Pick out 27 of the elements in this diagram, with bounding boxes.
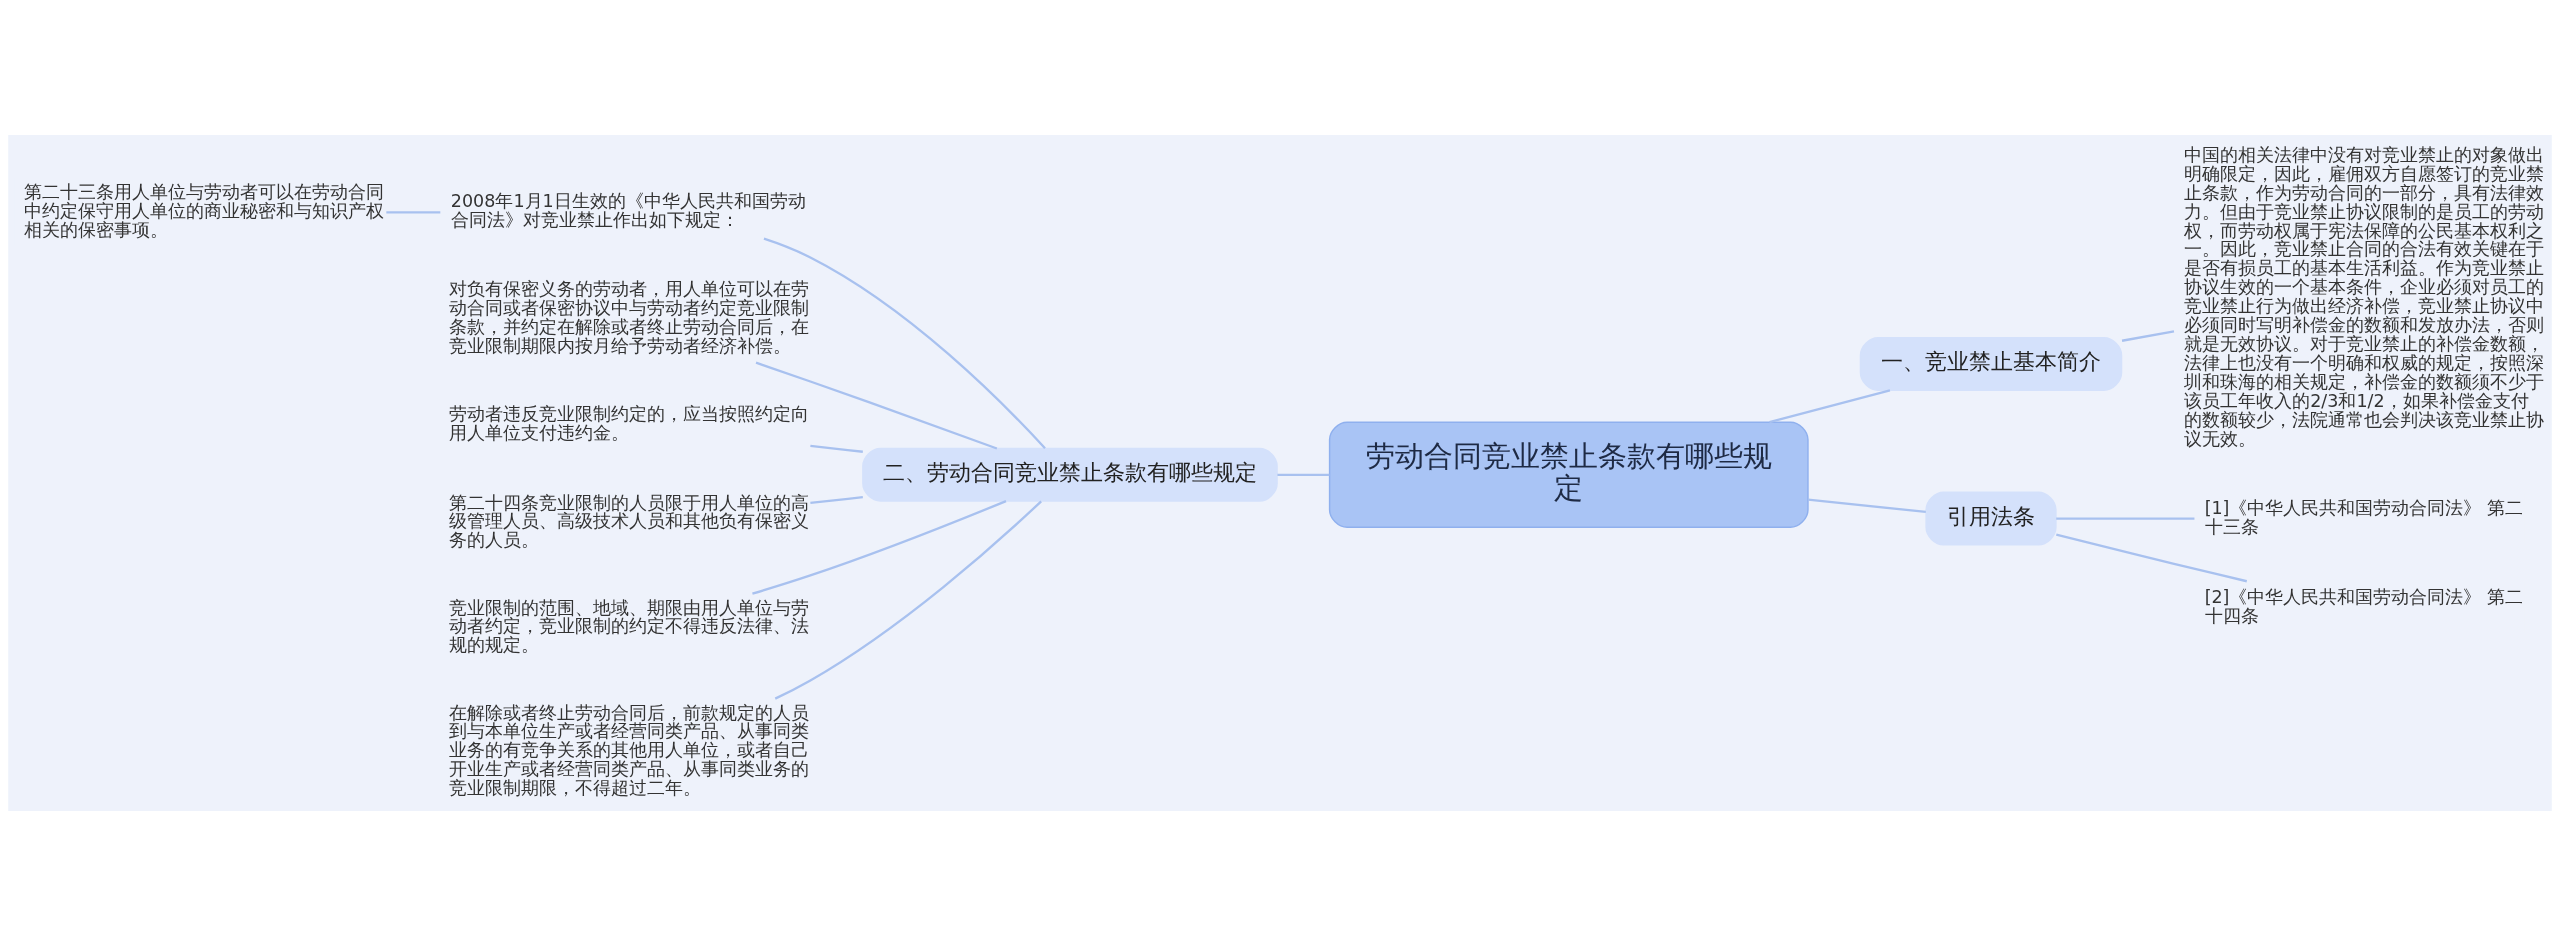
connector bbox=[774, 500, 1042, 700]
connector bbox=[2056, 517, 2195, 520]
connector bbox=[1769, 389, 1891, 424]
node-text: 劳动者违反竞业限制约定的，应当按照约定向用人单位支付违约金。 bbox=[448, 404, 809, 444]
connector bbox=[1277, 473, 1330, 476]
connector bbox=[810, 496, 863, 505]
connector bbox=[763, 237, 1046, 450]
connector bbox=[386, 211, 441, 214]
node-text: [1]《中华人民共和国劳动合同法》 第二十三条 bbox=[2204, 497, 2524, 537]
connector bbox=[2121, 330, 2175, 342]
connector bbox=[755, 361, 998, 450]
connector bbox=[1807, 498, 1926, 514]
node-box: 一、竞业禁止基本简介 bbox=[1859, 337, 2123, 391]
connector bbox=[2056, 533, 2248, 583]
node-box: 劳动合同竞业禁止条款有哪些规定 bbox=[1328, 421, 1809, 529]
node-text: [2]《中华人民共和国劳动合同法》 第二十四条 bbox=[2204, 586, 2524, 626]
connector bbox=[752, 500, 1007, 595]
node-text: 中国的相关法律中没有对竞业禁止的对象做出明确限定，因此，雇佣双方自愿签订的竞业禁止条款，作为劳动合同的一部分，具有法律效力。但由于竞业禁止协议限制的是员工的劳动权，而劳动权属于宪法保障的公民基本权利之一。因此，竞业禁止合同的合法有效关键在于是否有损员工的基本生活利益。作为竞业禁止协议生效的一个基本条件，企业必须对员工的竞业禁止行为做出经济补偿，竞业禁止协议中必须同时写明补偿金的数额和发放办法，否则就是无效协议。对于竞业禁止的补偿金数额，法律上也没有一个明确和权威的规定，按照深圳和珠海的相关规定，补偿金的数额须不少于该员工年收入的2/3和1/2，如果补偿金支付的数额较少，法院通常也会判决该竞业禁止协议无效。 bbox=[2184, 144, 2545, 450]
node-box: 引用法条 bbox=[1925, 491, 2057, 546]
node-text: 2008年1月1日生效的《中华人民共和国劳动合同法》对竞业禁止作出如下规定： bbox=[450, 191, 806, 231]
node-text: 竞业限制的范围、地域、期限由用人单位与劳动者约定，竞业限制的约定不得违反法律、法规的规定。 bbox=[448, 597, 809, 656]
node-text: 第二十三条用人单位与劳动者可以在劳动合同中约定保守用人单位的商业秘密和与知识产权相关的保密事项。 bbox=[24, 181, 385, 240]
node-box: 二、劳动合同竞业禁止条款有哪些规定 bbox=[862, 447, 1278, 502]
node-text: 在解除或者终止劳动合同后，前款规定的人员到与本单位生产或者经营同类产品、从事同类业务的有竞争关系的其他用人单位，或者自己开业生产或者经营同类产品、从事同类业务的竞业限制期限，不得超过二年。 bbox=[448, 702, 809, 799]
node-text: 第二十四条竞业限制的人员限于用人单位的高级管理人员、高级技术人员和其他负有保密义务的人员。 bbox=[448, 492, 809, 551]
connector bbox=[810, 444, 863, 453]
node-text: 对负有保密义务的劳动者，用人单位可以在劳动合同或者保密协议中与劳动者约定竞业限制条款，并约定在解除或者终止劳动合同后，在竞业限制期限内按月给予劳动者经济补偿。 bbox=[448, 278, 809, 356]
